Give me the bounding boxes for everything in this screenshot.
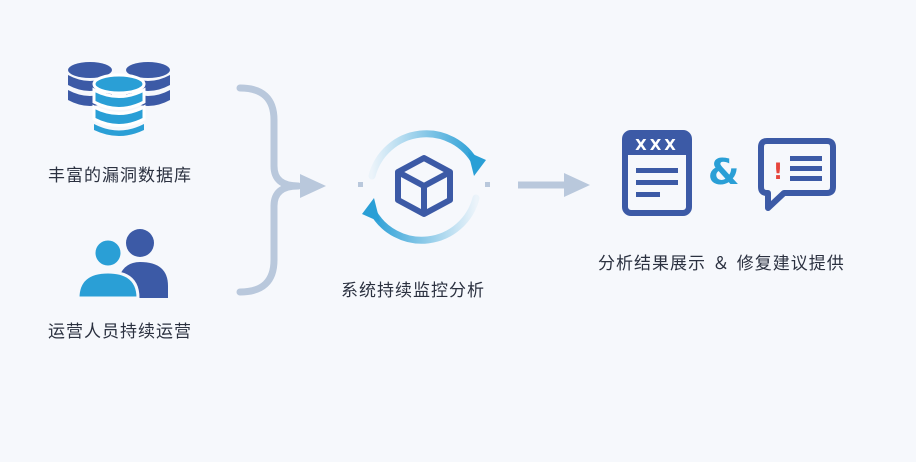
output-label: 分析结果展示 ＆ 修复建议提供 xyxy=(598,254,845,274)
merge-brace-arrow xyxy=(230,80,340,300)
cube-cycle-icon xyxy=(354,118,494,256)
ampersand-symbol: & xyxy=(708,152,740,193)
database-stack-icon xyxy=(64,58,174,140)
window-title-text: XXX xyxy=(635,136,679,154)
center-label: 系统持续监控分析 xyxy=(341,281,485,301)
alert-mark: ! xyxy=(773,160,783,185)
operators-label: 运营人员持续运营 xyxy=(48,322,192,342)
alert-message-icon: ! xyxy=(758,138,836,212)
report-window-icon: XXX xyxy=(622,130,692,216)
users-icon xyxy=(72,228,176,298)
flow-arrow-right xyxy=(516,171,594,199)
database-label: 丰富的漏洞数据库 xyxy=(48,166,192,186)
